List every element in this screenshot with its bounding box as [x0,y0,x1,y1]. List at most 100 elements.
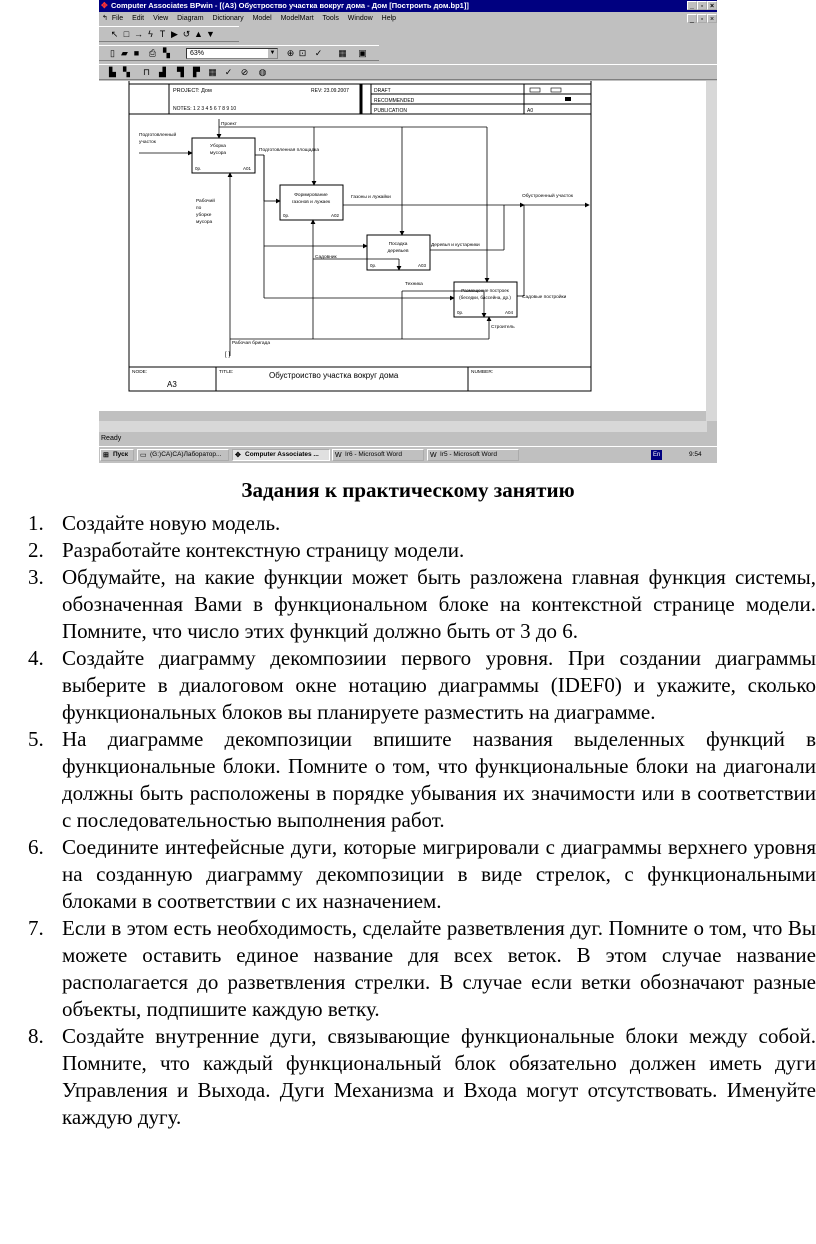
minimize-button[interactable]: _ [687,1,697,10]
task-explorer[interactable]: ▭(G:)CA)CA)Лаборатор... [137,449,229,461]
mm-save-icon[interactable]: ▜ [177,67,184,77]
arrow-gardener-label: Садовник [315,254,338,260]
arrow-worker-label-1: Рабочий [196,197,215,204]
block-a03[interactable]: Посадка деревьев 0р. A03 [366,234,431,271]
doc-close-button[interactable]: × [707,14,717,23]
menu-window[interactable]: Window [347,15,373,22]
language-indicator[interactable]: En [651,450,663,460]
model-explorer-icon[interactable]: ▦ [338,48,347,58]
mm-connect-icon[interactable]: ▙ [109,67,116,77]
pointer-tool-icon[interactable]: ↖ [110,29,119,39]
horizontal-scrollbar[interactable] [99,421,707,432]
start-button[interactable]: ⊞Пуск [100,449,134,461]
block-a02-line1: Формирование [294,192,328,198]
menu-model[interactable]: Model [252,15,272,22]
mm-merge-icon[interactable]: ▛ [193,67,200,77]
page-title: Задания к практическому занятию [241,478,575,502]
doc-icon: ↰ [102,15,108,22]
report-icon[interactable]: ▣ [358,48,367,58]
item-number: 4. [28,646,44,670]
bpwin-window: ✥ Computer Associates BPwin - [(A3) Обус… [99,0,717,463]
list-item: 2.Разработайте контекстную страницу моде… [28,537,816,564]
header-a0: A0 [527,108,533,114]
print-icon[interactable]: ⎙ [148,48,157,58]
mm-help-icon[interactable]: ◍ [258,67,267,77]
mm-options-icon[interactable]: ⊘ [240,67,249,77]
zoom-fit-icon[interactable]: ⊡ [298,48,307,58]
menu-tools[interactable]: Tools [322,15,339,22]
header-publication: PUBLICATION [374,108,407,114]
mm-lock-icon[interactable]: ⊓ [142,67,151,77]
mm-disconnect-icon[interactable]: ▚ [123,67,130,77]
box-tool-icon[interactable]: □ [123,29,130,39]
squiggle-tool-icon[interactable]: ϟ [148,29,153,39]
window-title: Computer Associates BPwin - [(A3) Обустр… [111,1,469,10]
menu-diagram[interactable]: Diagram [177,15,204,22]
spell-icon[interactable]: ✓ [314,48,323,58]
block-a02-line2: газонов и лужаек [292,200,331,205]
go-child-icon[interactable]: ▶ [171,29,178,39]
clock: 9:54 [689,451,702,458]
text-tool-icon[interactable]: T [159,29,166,39]
item-number: 5. [28,727,44,751]
doc-restore-button[interactable]: ▫ [697,14,707,23]
list-item: 8.Создайте внутренние дуги, связывающие … [28,1023,816,1131]
zoom-select[interactable]: 63%▼ [186,48,278,59]
block-a04[interactable]: Размещение построек (беседки, бассейна, … [453,281,518,318]
block-a03-line2: деревьев [387,249,409,254]
arrow-worker-label-3: уборке [196,212,212,218]
menu-bar: ↰ File Edit View Diagram Dictionary Mode… [99,12,717,25]
menu-help[interactable]: Help [381,15,397,22]
header-rev: REV: 23.09.2007 [311,88,349,94]
save-icon[interactable]: ■ [133,48,140,58]
menu-dictionary[interactable]: Dictionary [212,15,244,22]
mm-check-icon[interactable]: ✓ [224,67,233,77]
item-text: Разработайте контекстную страницу модели… [62,538,465,562]
taskbar: ⊞Пуск ▭(G:)CA)CA)Лаборатор... ✥Computer … [99,446,717,463]
folder-icon: ▭ [140,452,147,459]
new-icon[interactable]: ▯ [110,48,115,58]
menu-edit[interactable]: Edit [132,15,145,22]
block-a01[interactable]: Уборка мусора 0р. A01 [191,137,256,174]
mm-open-icon[interactable]: ▟ [159,67,166,77]
header-draft: DRAFT [374,88,391,94]
task-bpwin[interactable]: ✥Computer Associates ... [232,449,330,461]
arrow-tool-icon[interactable]: → [134,29,143,39]
item-text: Обдумайте, на какие функции может быть р… [62,565,816,643]
window-titlebar: ✥ Computer Associates BPwin - [(A3) Обус… [99,0,717,12]
word-icon: W [430,452,437,459]
open-icon[interactable]: ▰ [121,48,128,58]
doc-minimize-button[interactable]: _ [687,14,697,23]
item-number: 1. [28,511,44,535]
color-icon[interactable]: ▚ [163,48,170,58]
diagram-canvas[interactable]: PROJECT: Дом REV: 23.09.2007 NOTES: 1 2 … [99,81,707,411]
menu-file[interactable]: File [111,15,124,22]
block-a03-line1: Посадка [389,241,408,247]
vertical-scrollbar[interactable] [706,81,717,421]
close-button[interactable]: × [707,1,717,10]
restore-button[interactable]: ▫ [697,1,707,10]
zoom-icon[interactable]: ⊕ [286,48,295,58]
item-number: 7. [28,916,44,940]
arrow-machinery-label: Техника [405,281,423,287]
word-icon: W [335,452,342,459]
list-item: 7.Если в этом есть необходимость, сделай… [28,915,816,1023]
block-a01-line1: Уборка [210,143,226,149]
go-down-icon[interactable]: ▼ [206,29,215,39]
go-parent-icon[interactable]: ▲ [194,29,203,39]
tunnel-marker: [ ] [225,352,230,358]
list-item: 6.Соедините интефейсные дуги, которые ми… [28,834,816,915]
block-a02[interactable]: Формирование газонов и лужаек 0р. A02 [279,184,344,221]
arrow-trees-label: Деревья и кустарники [431,242,480,248]
footer-title: Обустроиство участка вокруг дома [269,371,399,380]
menu-view[interactable]: View [153,15,169,22]
mm-grid-icon[interactable]: ▦ [208,67,217,77]
undo-icon[interactable]: ↺ [182,29,191,39]
zoom-value: 63% [190,50,205,57]
block-a02-cost: 0р. [283,213,289,218]
menu-modelmart[interactable]: ModelMart [280,15,314,22]
block-a04-line2: (беседки, бассейна, др.) [459,294,511,300]
windows-logo-icon: ⊞ [103,452,109,459]
